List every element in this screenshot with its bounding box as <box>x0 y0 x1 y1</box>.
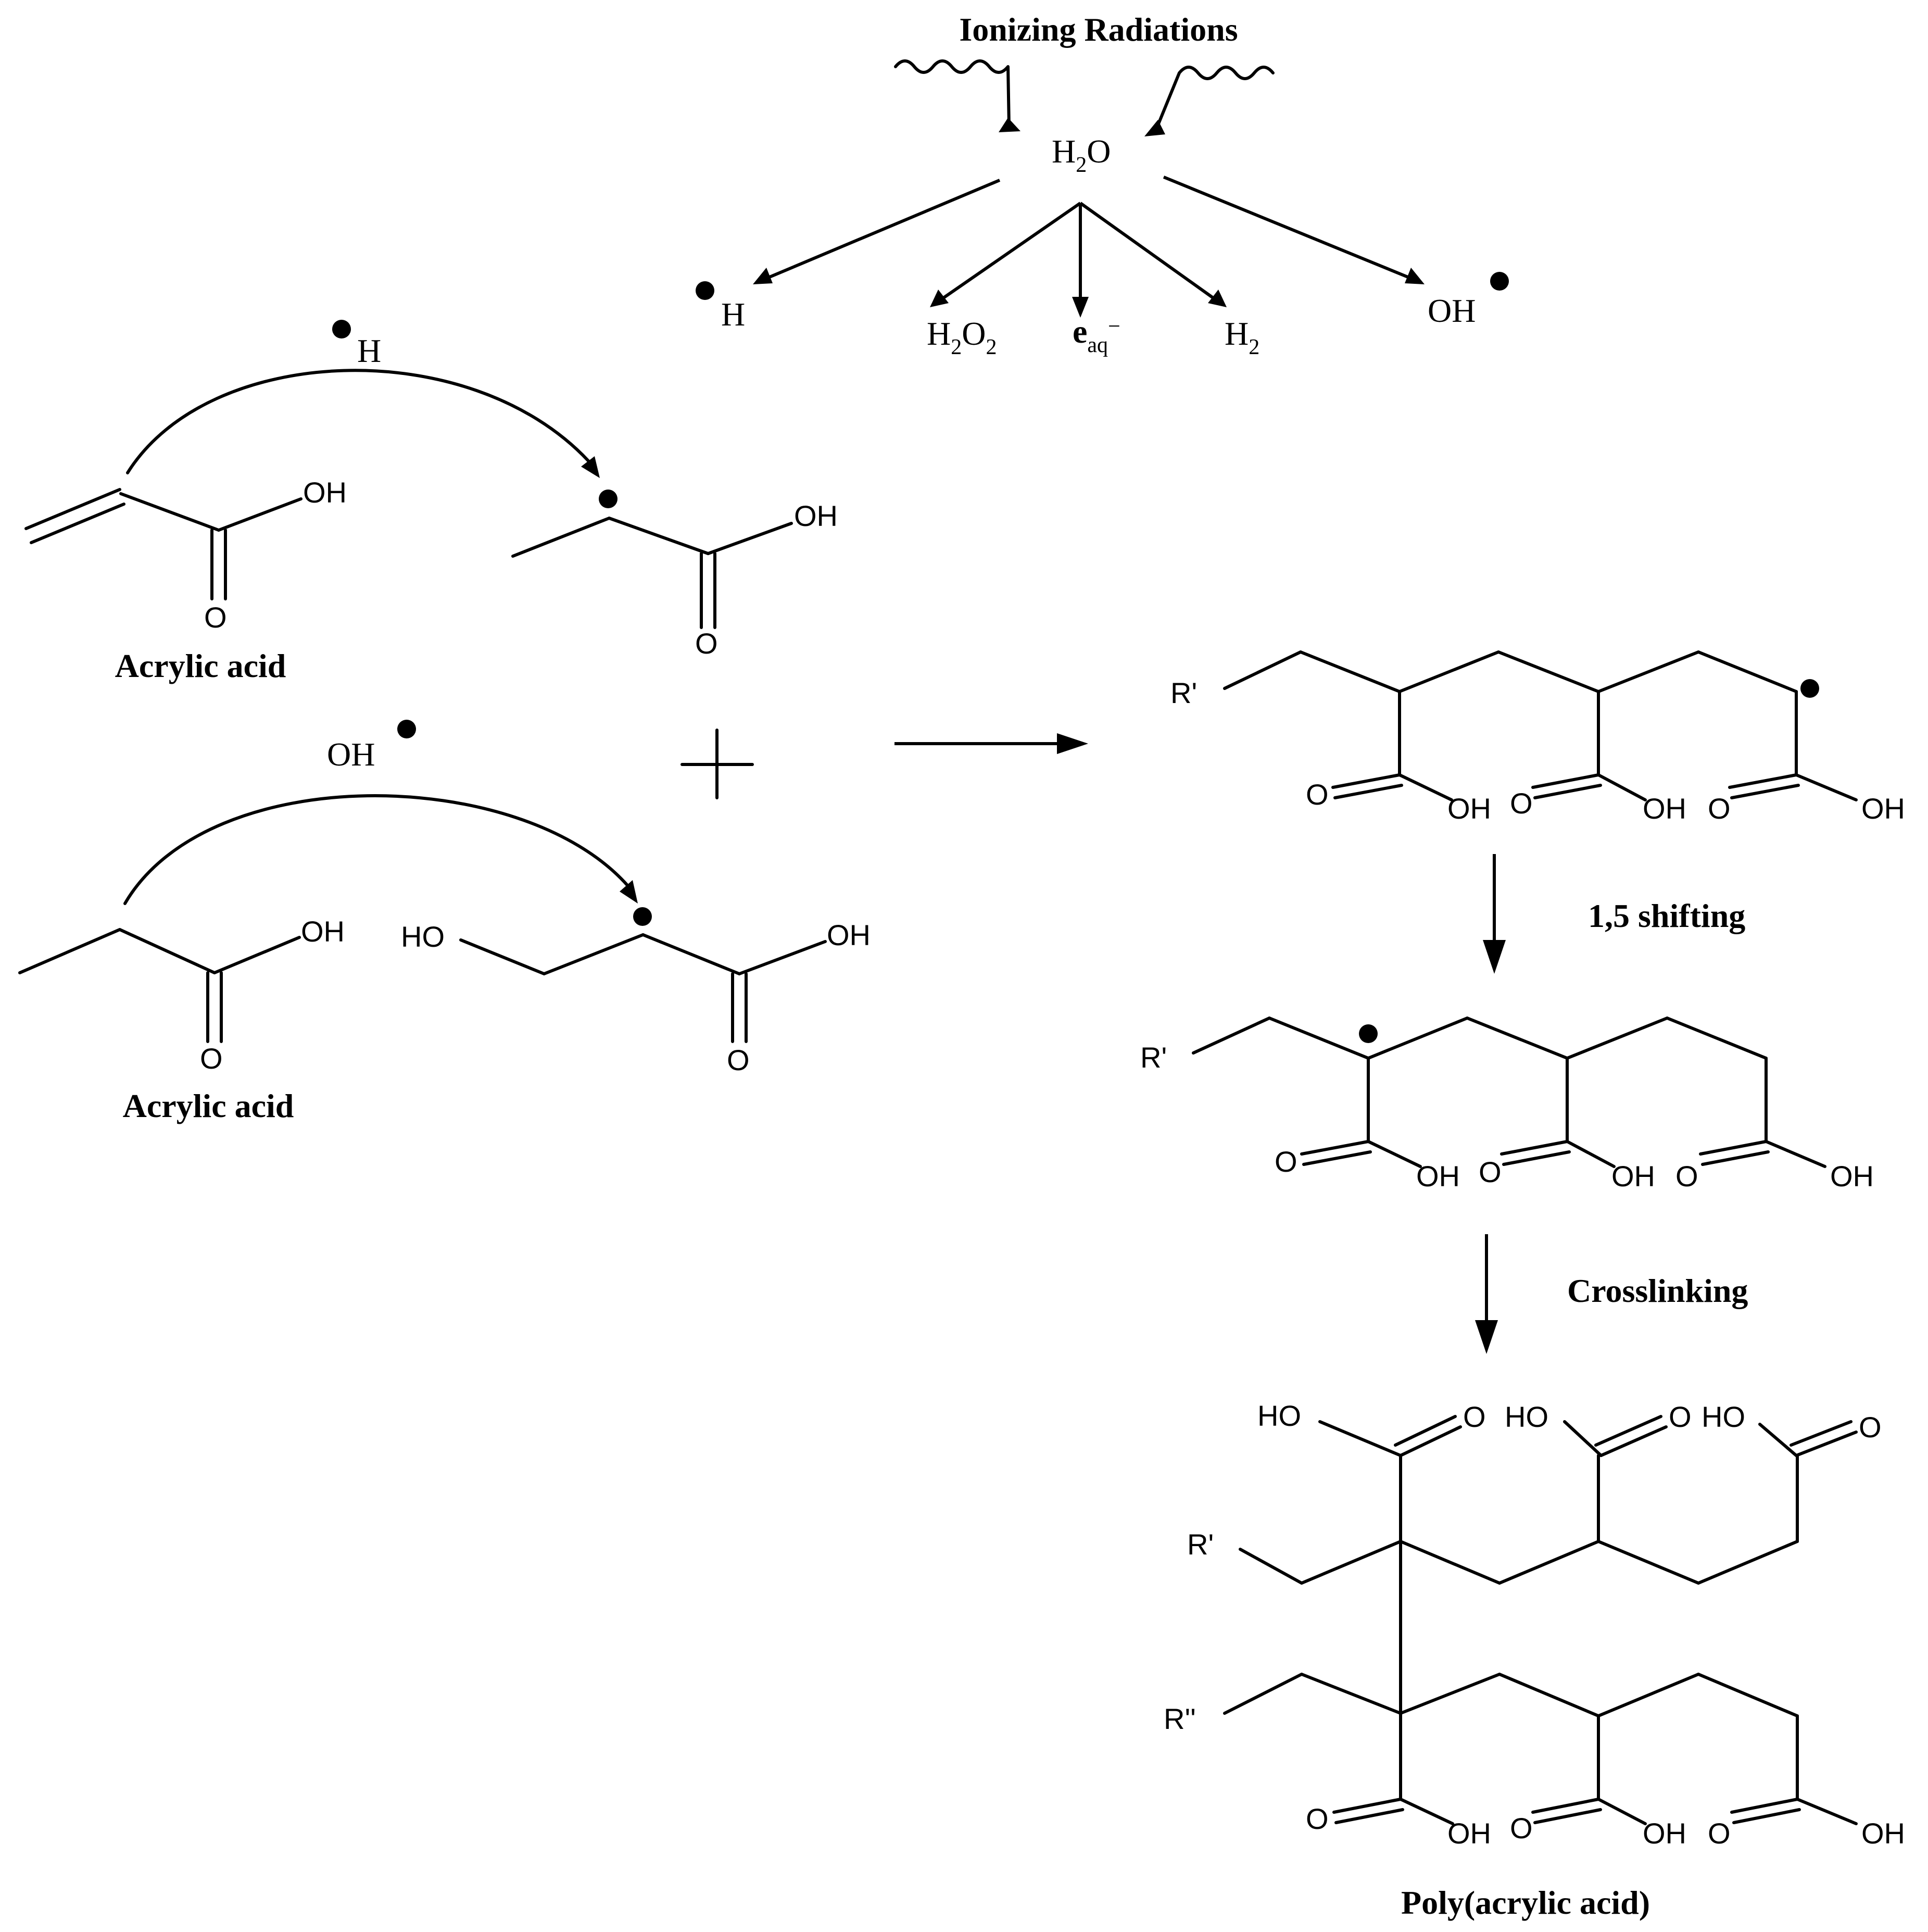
svg-text:OH: OH <box>303 476 347 509</box>
svg-text:OH: OH <box>301 915 345 948</box>
polymer-radical: R' O OH O OH O OH <box>1170 650 1905 825</box>
svg-text:OH: OH <box>1447 792 1491 825</box>
svg-text:O: O <box>727 1044 750 1076</box>
arrow-to-h-radical <box>753 179 1001 284</box>
crosslink-arrow <box>1475 1234 1498 1354</box>
water-formula: H2O <box>1052 133 1111 177</box>
svg-text:OH: OH <box>827 919 871 951</box>
h-attack-label: H <box>357 332 381 369</box>
oh-attack-dot <box>397 720 416 738</box>
svg-text:OH: OH <box>1861 792 1905 825</box>
step-1-label: 1,5 shifting <box>1588 897 1745 934</box>
oh-attack-label: OH <box>327 736 375 773</box>
h-radical-dot <box>696 281 714 300</box>
radiation-wave-right <box>1144 66 1275 136</box>
svg-text:OH: OH <box>1416 1160 1460 1193</box>
svg-text:O: O <box>204 601 227 634</box>
shifted-radical: R' O OH O OH O OH <box>1140 1017 1874 1193</box>
acrylic-acid-molecule-2: OH O <box>18 915 345 1075</box>
h2o2-formula: H2O2 <box>927 315 997 359</box>
h-radical: H <box>721 296 745 333</box>
svg-text:OH: OH <box>1830 1160 1874 1193</box>
svg-text:OH: OH <box>1643 1817 1686 1850</box>
svg-text:HO: HO <box>1702 1400 1745 1433</box>
shift-arrow <box>1483 854 1506 974</box>
acrylic-acid-label-2: Acrylic acid <box>123 1087 294 1124</box>
svg-text:O: O <box>1463 1400 1486 1433</box>
acrylic-acid-molecule-1: OH O <box>24 476 347 634</box>
svg-text:O: O <box>200 1042 223 1075</box>
svg-text:OH: OH <box>1611 1160 1655 1193</box>
step-2-label: Crosslinking <box>1567 1272 1748 1309</box>
arrow-to-h2o2 <box>930 202 1081 307</box>
plus-sign <box>681 729 754 799</box>
svg-text:R': R' <box>1140 1041 1167 1074</box>
oh-radical: OH <box>1428 292 1476 329</box>
crosslinked-polymer: HO O HO O HO O R' R'' <box>1164 1399 1905 1850</box>
radiation-wave-left <box>894 59 1020 132</box>
arrow-to-h2 <box>1079 202 1227 307</box>
h-attack-curved-arrow <box>126 369 600 478</box>
svg-text:O: O <box>1275 1145 1297 1178</box>
svg-text:R': R' <box>1187 1528 1214 1561</box>
product-label: Poly(acrylic acid) <box>1401 1884 1650 1921</box>
svg-text:R': R' <box>1170 676 1197 709</box>
svg-text:HO: HO <box>1505 1400 1548 1433</box>
hydrated-electron: eaq− <box>1073 313 1120 357</box>
svg-text:O: O <box>1510 1812 1533 1845</box>
svg-text:O: O <box>1708 1817 1731 1850</box>
svg-text:O: O <box>1675 1160 1698 1193</box>
arrow-to-oh-radical <box>1163 175 1425 284</box>
oh-radical-dot <box>1490 272 1509 291</box>
svg-text:OH: OH <box>794 499 838 532</box>
svg-text:HO: HO <box>1257 1399 1301 1432</box>
svg-text:O: O <box>1479 1156 1502 1188</box>
svg-text:O: O <box>1306 1802 1329 1835</box>
arrow-to-eaq <box>1072 203 1089 318</box>
h2-formula: H2 <box>1225 315 1259 359</box>
h-adduct-radical: OH O <box>511 490 838 660</box>
svg-text:OH: OH <box>1447 1817 1491 1850</box>
svg-text:O: O <box>1669 1400 1692 1433</box>
svg-text:OH: OH <box>1643 792 1686 825</box>
h-attack-dot <box>332 320 351 338</box>
oh-attack-curved-arrow <box>123 794 638 905</box>
svg-text:O: O <box>1708 792 1731 825</box>
svg-text:OH: OH <box>1861 1817 1905 1850</box>
svg-text:O: O <box>695 627 718 660</box>
svg-text:O: O <box>1510 787 1533 820</box>
oh-adduct-radical: HO OH O <box>401 907 871 1076</box>
svg-text:HO: HO <box>401 920 445 953</box>
ionizing-radiations-title: Ionizing Radiations <box>959 11 1238 48</box>
svg-text:O: O <box>1306 778 1329 811</box>
svg-text:R'': R'' <box>1164 1702 1196 1735</box>
svg-text:O: O <box>1859 1411 1882 1444</box>
acrylic-acid-label-1: Acrylic acid <box>115 647 286 684</box>
reaction-arrow <box>894 733 1088 754</box>
